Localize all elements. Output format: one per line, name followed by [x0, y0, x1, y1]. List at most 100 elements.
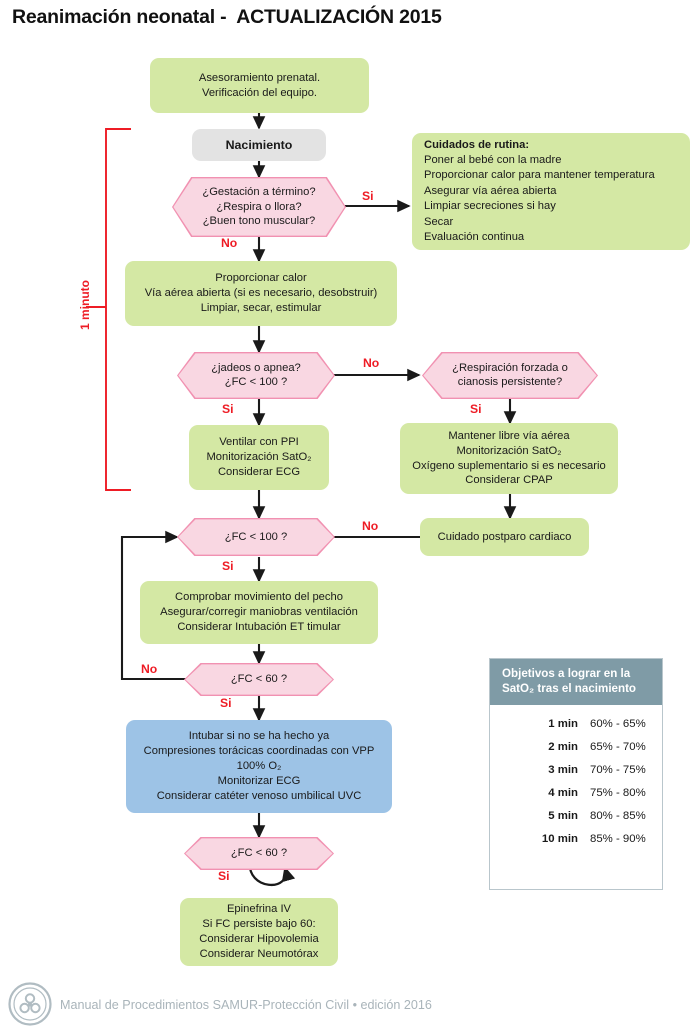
edge-label-si-fc100: Si: [222, 559, 234, 573]
decision-fc-menor-100: ¿FC < 100 ?: [177, 518, 335, 556]
table-row: 5 min 80% - 85%: [490, 805, 662, 828]
node-line: Proporcionar calor para mantener tempera…: [424, 169, 655, 182]
node-line: Comprobar movimiento del pecho: [175, 591, 343, 604]
node-line: Monitorización SatO₂: [456, 444, 562, 457]
node-line: 100% O₂: [236, 760, 282, 773]
edge-label-si-fc60a: Si: [220, 696, 232, 710]
node-line: ¿Respiración forzada o: [452, 361, 568, 374]
node-line: Oxígeno suplementario si es necesario: [412, 459, 606, 472]
node-line: ¿Gestación a término?: [202, 186, 316, 199]
sato2-table-header: Objetivos a lograr en la SatO₂ tras el n…: [490, 659, 662, 705]
node-line: Limpiar, secar, estimular: [200, 301, 322, 314]
table-row: 1 min 60% - 65%: [490, 713, 662, 736]
node-line: Considerar CPAP: [465, 474, 553, 487]
node-line: Considerar Intubación ET timular: [177, 620, 341, 633]
hex-face: ¿FC < 100 ?: [178, 519, 334, 555]
footer-caption: Manual de Procedimientos SAMUR-Protecció…: [60, 998, 432, 1012]
node-line: Asesoramiento prenatal.: [198, 71, 321, 84]
node-line: Ventilar con PPI: [219, 436, 299, 449]
node-line: Asegurar vía aérea abierta: [424, 184, 557, 197]
sato2-time: 5 min: [548, 810, 578, 823]
edge-label-no-fc100: No: [362, 519, 379, 533]
table-row: 2 min 65% - 70%: [490, 736, 662, 759]
node-heading: Cuidados de rutina:: [424, 138, 530, 151]
sato2-header-line: SatO₂ tras el nacimiento: [502, 682, 637, 696]
sato2-table-body: 1 min 60% - 65% 2 min 65% - 70% 3 min 70…: [490, 705, 662, 857]
node-line: Considerar ECG: [217, 465, 301, 478]
node-line: Considerar Hipovolemia: [199, 933, 319, 945]
node-line: ¿FC < 100 ?: [224, 376, 288, 389]
samur-logo-icon: [8, 982, 52, 1031]
node-line: ¿jadeos o apnea?: [211, 361, 301, 374]
edge-label-no-gestacion: No: [221, 236, 238, 250]
hex-face: ¿jadeos o apnea? ¿FC < 100 ?: [178, 353, 334, 398]
edge-label-si-gestacion: Si: [362, 189, 374, 203]
node-line: ¿FC < 100 ?: [224, 530, 288, 543]
edge-label-si-jadeos: Si: [222, 402, 234, 416]
node-line: cianosis persistente?: [457, 376, 563, 389]
sato2-range: 80% - 85%: [590, 810, 646, 823]
node-cuidados-de-rutina: Cuidados de rutina: Poner al bebé con la…: [412, 133, 690, 250]
sato2-header-line: Objetivos a lograr en la: [502, 667, 631, 680]
node-line: Secar: [424, 215, 454, 228]
edge-label-no-jadeos: No: [363, 356, 380, 370]
node-line: ¿Buen tono muscular?: [202, 215, 316, 228]
node-epinefrina-iv: Epinefrina IV Si FC persiste bajo 60: Co…: [180, 898, 338, 966]
node-intubar-compresiones: Intubar si no se ha hecho ya Compresione…: [126, 720, 392, 813]
node-cuidado-postparo-cardiaco: Cuidado postparo cardiaco: [420, 518, 589, 556]
node-line: Asegurar/corregir maniobras ventilación: [160, 606, 358, 619]
sato2-time: 4 min: [548, 787, 578, 800]
hex-face: ¿Respiración forzada o cianosis persiste…: [423, 353, 597, 398]
sato2-range: 60% - 65%: [590, 718, 646, 731]
node-asesoramiento-prenatal: Asesoramiento prenatal. Verificación del…: [150, 58, 369, 113]
node-line: Vía aérea abierta (si es necesario, deso…: [144, 287, 378, 300]
sato2-range: 70% - 75%: [590, 764, 646, 777]
node-line: Considerar catéter venoso umbilical UVC: [156, 789, 362, 802]
node-ventilar-ppi: Ventilar con PPI Monitorización SatO₂ Co…: [189, 425, 329, 490]
decision-fc-menor-60-segunda: ¿FC < 60 ?: [184, 837, 334, 870]
node-line: ¿FC < 60 ?: [230, 847, 288, 860]
sato2-range: 75% - 80%: [590, 787, 646, 800]
node-line: Cuidado postparo cardiaco: [437, 530, 572, 543]
node-line: Monitorizar ECG: [217, 774, 301, 787]
node-line: Monitorización SatO₂: [206, 451, 312, 464]
decision-gestacion-termino: ¿Gestación a término? ¿Respira o llora? …: [172, 177, 346, 237]
node-line: Limpiar secreciones si hay: [424, 200, 556, 213]
sato2-range: 85% - 90%: [590, 833, 646, 846]
node-line: Mantener libre vía aérea: [448, 429, 570, 442]
node-line: Poner al bebé con la madre: [424, 154, 562, 167]
node-line: Si FC persiste bajo 60:: [202, 918, 316, 931]
node-line: Considerar Neumotórax: [199, 947, 319, 960]
node-line: ¿Respira o llora?: [216, 200, 302, 213]
node-line: Epinefrina IV: [226, 903, 292, 916]
node-line: Proporcionar calor: [215, 272, 307, 285]
sato2-time: 1 min: [548, 718, 578, 731]
node-line: Compresiones torácicas coordinadas con V…: [143, 745, 375, 758]
node-line: Verificación del equipo.: [201, 86, 318, 99]
node-line: Nacimiento: [225, 137, 293, 152]
node-line: ¿FC < 60 ?: [230, 673, 288, 686]
edge-label-si-fc60b: Si: [218, 869, 230, 883]
node-line: Intubar si no se ha hecho ya: [188, 730, 330, 743]
one-minute-label: 1 minuto: [78, 280, 92, 330]
edge-label-no-fc60a: No: [141, 662, 158, 676]
hex-face: ¿FC < 60 ?: [185, 838, 333, 869]
sato2-time: 10 min: [541, 833, 578, 846]
decision-jadeos-apnea: ¿jadeos o apnea? ¿FC < 100 ?: [177, 352, 335, 399]
page-title: Reanimación neonatal - ACTUALIZACIÓN 201…: [12, 6, 442, 28]
node-comprobar-movimiento: Comprobar movimiento del pecho Asegurar/…: [140, 581, 378, 644]
edge-label-si-respiracion: Si: [470, 402, 482, 416]
sato2-targets-table: Objetivos a lograr en la SatO₂ tras el n…: [489, 658, 663, 890]
table-row: 10 min 85% - 90%: [490, 828, 662, 851]
sato2-range: 65% - 70%: [590, 741, 646, 754]
hex-face: ¿Gestación a término? ¿Respira o llora? …: [173, 178, 345, 236]
node-proporcionar-calor: Proporcionar calor Vía aérea abierta (si…: [125, 261, 397, 326]
decision-fc-menor-60-primera: ¿FC < 60 ?: [184, 663, 334, 696]
node-nacimiento: Nacimiento: [192, 129, 326, 161]
sato2-time: 3 min: [548, 764, 578, 777]
table-row: 3 min 70% - 75%: [490, 759, 662, 782]
node-mantener-via-aerea: Mantener libre vía aérea Monitorización …: [400, 423, 618, 494]
node-line: Evaluación continua: [424, 230, 525, 243]
decision-respiracion-forzada: ¿Respiración forzada o cianosis persiste…: [422, 352, 598, 399]
sato2-time: 2 min: [548, 741, 578, 754]
